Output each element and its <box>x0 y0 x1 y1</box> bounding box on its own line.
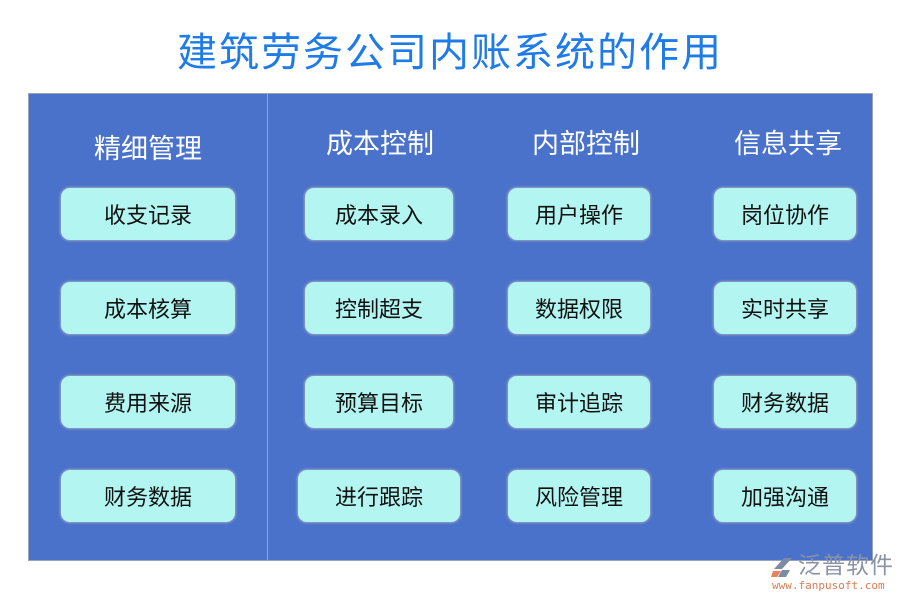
column-heading-cost-control: 成本控制 <box>326 129 434 160</box>
item-box[interactable]: 加强沟通 <box>714 470 856 522</box>
item-box[interactable]: 成本录入 <box>305 188 453 240</box>
brand-logo: 泛普软件 www.fanpusoft.com <box>770 552 895 596</box>
logo-url: www.fanpusoft.com <box>772 579 885 592</box>
page-title: 建筑劳务公司内账系统的作用 <box>177 30 723 76</box>
item-box[interactable]: 费用来源 <box>61 376 235 428</box>
item-box[interactable]: 成本核算 <box>61 282 235 334</box>
item-box[interactable]: 财务数据 <box>714 376 856 428</box>
item-box[interactable]: 风险管理 <box>508 470 650 522</box>
fanpu-logo-icon <box>771 558 792 577</box>
logo-name: 泛普软件 <box>798 553 894 579</box>
item-box[interactable]: 岗位协作 <box>714 188 856 240</box>
item-box[interactable]: 用户操作 <box>508 188 650 240</box>
item-box[interactable]: 审计追踪 <box>508 376 650 428</box>
column-heading-fine-management: 精细管理 <box>94 134 202 165</box>
column-heading-info-sharing: 信息共享 <box>734 129 842 160</box>
item-box[interactable]: 收支记录 <box>61 188 235 240</box>
item-box[interactable]: 财务数据 <box>61 470 235 522</box>
item-box[interactable]: 数据权限 <box>508 282 650 334</box>
item-box[interactable]: 进行跟踪 <box>298 470 460 522</box>
item-box[interactable]: 实时共享 <box>714 282 856 334</box>
item-box[interactable]: 控制超支 <box>305 282 453 334</box>
column-heading-internal-control: 内部控制 <box>532 129 640 160</box>
item-box[interactable]: 预算目标 <box>305 376 453 428</box>
